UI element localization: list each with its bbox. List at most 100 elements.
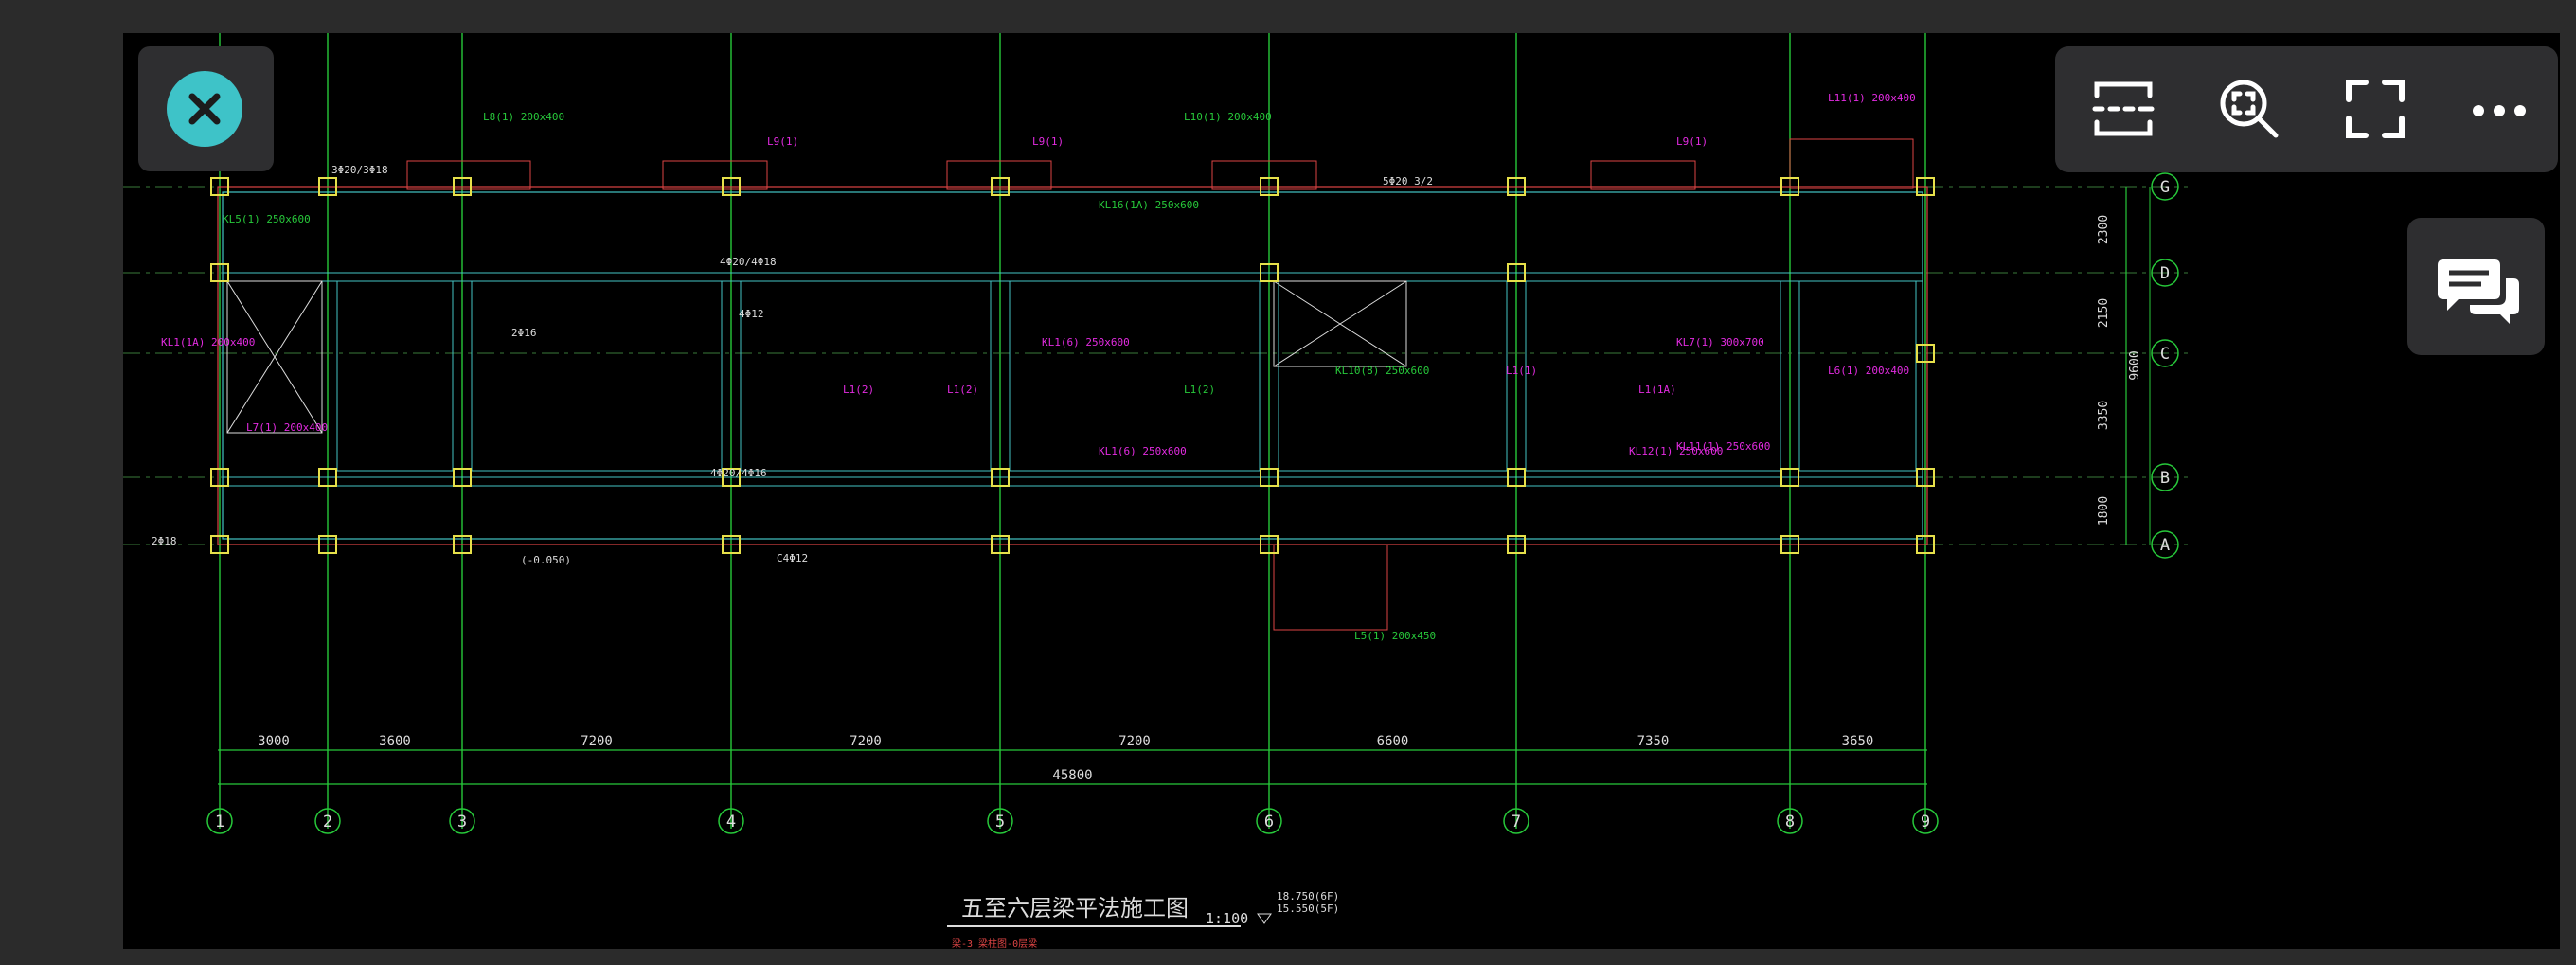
column-3B: [453, 468, 472, 487]
room-3: [740, 280, 992, 472]
bay-dimension: 3650: [1842, 734, 1874, 749]
beam-label: L6(1) 200x400: [1828, 365, 1909, 377]
column-8A: [1780, 535, 1799, 554]
column-5G: [991, 177, 1010, 196]
beam-label: KL5(1) 250x600: [223, 213, 311, 225]
beam-label: L9(1): [1676, 135, 1708, 148]
close-icon: [167, 71, 242, 147]
row-dimension: 2150: [2097, 298, 2111, 328]
row-label-G: G: [2160, 178, 2170, 197]
fullscreen-icon[interactable]: [2339, 73, 2411, 145]
beam-label: 3Φ20/3Φ18: [331, 164, 388, 176]
column-5A: [991, 535, 1010, 554]
column-3A: [453, 535, 472, 554]
axis-bubble-4: [718, 808, 744, 834]
row-label-B: B: [2160, 469, 2170, 488]
balcony-4: [1590, 160, 1696, 190]
row-bubble-B: [2151, 463, 2179, 491]
column-6D: [1260, 263, 1279, 282]
row-dimension: 1800: [2097, 496, 2111, 526]
column-9B: [1916, 468, 1935, 487]
beam-label: L8(1) 200x400: [483, 111, 564, 123]
column-4G: [722, 177, 741, 196]
column-7A: [1507, 535, 1526, 554]
column-4B: [722, 468, 741, 487]
row-total-dimension: 9600: [2128, 350, 2142, 380]
outer-beam: [222, 191, 1923, 540]
row-label-C: C: [2160, 345, 2170, 364]
drawing-note: 梁-3 梁柱图-0层梁: [952, 938, 1037, 949]
bay-dimension: 7200: [1118, 734, 1151, 749]
balcony-2: [946, 160, 1052, 190]
row-bubble-D: [2151, 259, 2179, 287]
column-1A: [210, 535, 229, 554]
axis-label-5: 5: [995, 813, 1005, 831]
beam-label: KL1(6) 250x600: [1042, 336, 1130, 348]
beam-label: L1(2): [947, 384, 978, 396]
axis-label-4: 4: [726, 813, 736, 831]
axis-label-7: 7: [1512, 813, 1521, 831]
chat-button[interactable]: [2407, 218, 2545, 355]
axis-label-9: 9: [1921, 813, 1930, 831]
beam-label: 5Φ20 3/2: [1383, 175, 1433, 188]
bay-dimension: 7350: [1637, 734, 1670, 749]
beam-label: L1(2): [843, 384, 874, 396]
scan-icon[interactable]: [2087, 73, 2159, 145]
column-7D: [1507, 263, 1526, 282]
balcony-0: [406, 160, 531, 190]
beam-label: KL7(1) 300x700: [1676, 336, 1764, 348]
row-bubble-A: [2151, 530, 2179, 559]
beam-label: 4Φ12: [739, 308, 764, 320]
beam-label: 4Φ20/4Φ16: [710, 467, 767, 479]
beam-label: (-0.050): [521, 554, 571, 566]
axis-label-1: 1: [215, 813, 224, 831]
drawing-title: 五至六层梁平法施工图: [961, 895, 1189, 921]
row-bubble-G: [2151, 172, 2179, 201]
column-9C: [1916, 344, 1935, 363]
axis-label-3: 3: [457, 813, 467, 831]
beam-label: L11(1) 200x400: [1828, 92, 1916, 104]
beam-label: L1(1A): [1638, 384, 1676, 396]
room-7: [1798, 280, 1917, 472]
bay-dimension: 3600: [379, 734, 411, 749]
beam-label: C4Φ12: [777, 552, 808, 564]
axis-bubble-2: [314, 808, 341, 834]
axis-bubble-3: [449, 808, 475, 834]
row-label-A: A: [2160, 536, 2170, 555]
close-button[interactable]: [138, 46, 274, 171]
zoom-search-icon[interactable]: [2213, 73, 2285, 145]
beam-label: L10(1) 200x400: [1184, 111, 1272, 123]
beam-label: L5(1) 200x450: [1354, 630, 1436, 642]
axis-bubble-8: [1777, 808, 1803, 834]
axis-bubble-1: [206, 808, 233, 834]
balcony-1: [662, 160, 768, 190]
beam-label: L7(1) 200x400: [246, 421, 328, 434]
column-7B: [1507, 468, 1526, 487]
axis-label-6: 6: [1264, 813, 1274, 831]
bay-dimension: 3000: [258, 734, 290, 749]
stair-x2: [226, 280, 323, 434]
stair-void: [226, 280, 323, 434]
elevation-marker: [1257, 913, 1272, 924]
beam-label: 2Φ18: [152, 535, 177, 547]
room-4: [1009, 280, 1261, 472]
bay-dimension: 7200: [850, 734, 882, 749]
beam-label: KL1(1A) 200x400: [161, 336, 255, 348]
room-1: [336, 280, 454, 472]
stair2-x2: [1273, 280, 1407, 367]
column-9G: [1916, 177, 1935, 196]
axis-label-2: 2: [323, 813, 332, 831]
stair-void-2: [1273, 280, 1407, 367]
outer-wall: [217, 186, 1928, 545]
column-9A: [1916, 535, 1935, 554]
more-icon[interactable]: [2463, 73, 2535, 145]
axis-bubble-9: [1912, 808, 1939, 834]
room-6: [1525, 280, 1781, 472]
elevation-2: 15.550(5F): [1277, 902, 1339, 915]
drawing-scale: 1:100: [1206, 910, 1248, 927]
column-4A: [722, 535, 741, 554]
column-6G: [1260, 177, 1279, 196]
column-1G: [210, 177, 229, 196]
